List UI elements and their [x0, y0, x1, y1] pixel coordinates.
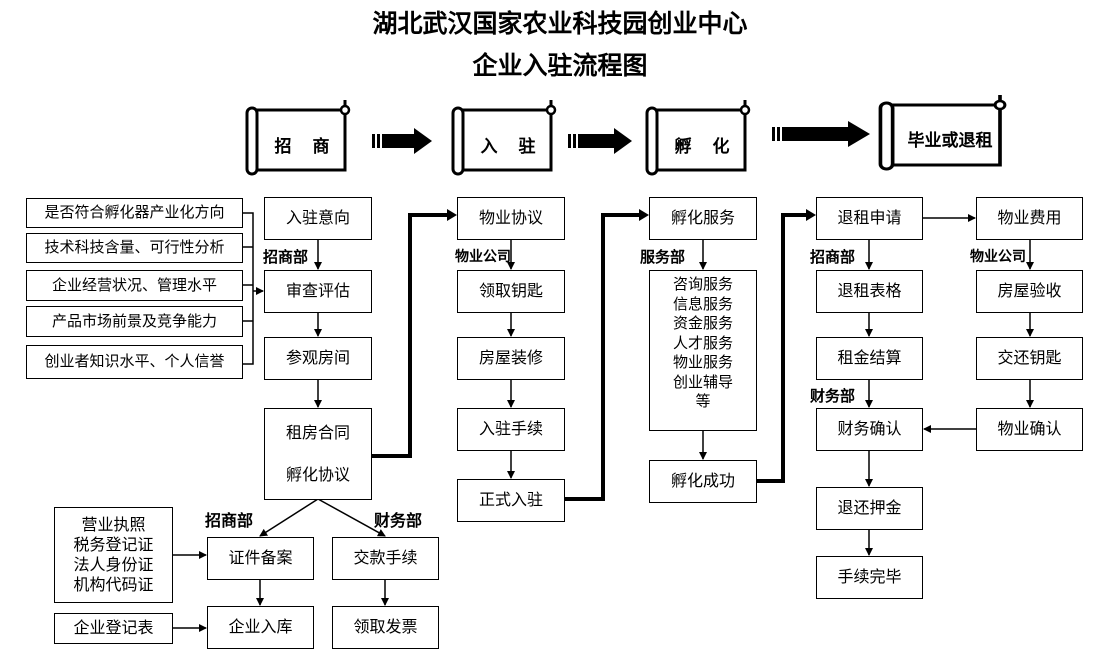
stage-recruit-label: 招 商: [274, 137, 332, 157]
service-item: 信息服务: [672, 294, 733, 313]
document-item: 法人身份证: [73, 555, 154, 574]
service-item: 物业服务: [672, 353, 733, 371]
dept-label: 招商部: [810, 248, 856, 266]
step-rent-settlement: 租金结算: [816, 337, 923, 380]
dept-label: 服务部: [640, 248, 686, 266]
document-item: 税务登记证: [73, 535, 154, 554]
step-contract: 租房合同 孵化协议: [264, 408, 372, 500]
step-property-fee: 物业费用: [976, 197, 1083, 240]
step-complete: 手续完毕: [816, 556, 923, 599]
criteria-item: 产品市场前景及竞争能力: [26, 306, 243, 337]
registration-form: 企业登记表: [54, 613, 173, 644]
criteria-item: 是否符合孵化器产业化方向: [26, 198, 243, 228]
step-property-agreement: 物业协议: [457, 197, 565, 240]
step-property-confirm: 物业确认: [976, 408, 1083, 451]
service-item: 创业辅导: [672, 372, 733, 391]
dept-label: 招商部: [205, 511, 254, 530]
document-item: 机构代码证: [73, 575, 154, 594]
diagram-subtitle: 企业入驻流程图: [472, 51, 648, 80]
dept-label: 物业公司: [970, 249, 1026, 265]
criteria-item: 技术科技含量、可行性分析: [26, 233, 243, 263]
step-visit: 参观房间: [264, 337, 372, 380]
dept-label: 物业公司: [455, 249, 511, 265]
step-incubation-service: 孵化服务: [649, 197, 757, 240]
step-exit-form: 退租表格: [816, 270, 923, 313]
services-list: 咨询服务 信息服务 资金服务 人才服务 物业服务 创业辅导 等: [649, 270, 757, 431]
dept-label: 招商部: [263, 248, 309, 266]
step-finance-confirm: 财务确认: [816, 408, 923, 451]
step-checkin-procedure: 入驻手续: [457, 408, 565, 451]
step-review: 审查评估: [264, 270, 372, 313]
contract-line: 孵化协议: [285, 465, 350, 484]
contract-line: 租房合同: [285, 423, 350, 443]
step-exit-application: 退租申请: [816, 197, 923, 240]
diagram-title: 湖北武汉国家农业科技园创业中心: [372, 9, 748, 38]
step-invoice: 领取发票: [332, 606, 439, 649]
step-renovation: 房屋装修: [457, 337, 565, 380]
step-deposit-refund: 退还押金: [816, 487, 923, 530]
criteria-item: 创业者知识水平、个人信誉: [26, 345, 243, 379]
service-item: 咨询服务: [672, 275, 733, 293]
stage-settle-label: 入 驻: [480, 137, 538, 157]
step-return-keys: 交还钥匙: [976, 337, 1083, 380]
service-item: 资金服务: [672, 314, 733, 332]
step-official-entry: 正式入驻: [457, 479, 565, 522]
document-item: 营业执照: [81, 515, 146, 534]
step-house-inspection: 房屋验收: [976, 270, 1083, 313]
step-cert-filing: 证件备案: [207, 537, 314, 580]
stage-arrows: [372, 121, 870, 154]
step-enterprise-entry: 企业入库: [207, 606, 314, 649]
dept-label: 财务部: [374, 511, 423, 530]
service-item: 等: [695, 392, 711, 410]
dept-label: 财务部: [810, 387, 856, 405]
service-item: 人才服务: [672, 333, 733, 352]
documents-box: 营业执照 税务登记证 法人身份证 机构代码证: [54, 507, 173, 603]
step-incubation-success: 孵化成功: [649, 460, 757, 503]
stage-incubate-label: 孵 化: [674, 137, 732, 157]
step-payment: 交款手续: [332, 537, 439, 580]
criteria-item: 企业经营状况、管理水平: [26, 270, 243, 301]
step-intent: 入驻意向: [264, 197, 372, 240]
step-get-keys: 领取钥匙: [457, 270, 565, 313]
stage-exit-label: 毕业或退租: [907, 131, 993, 151]
